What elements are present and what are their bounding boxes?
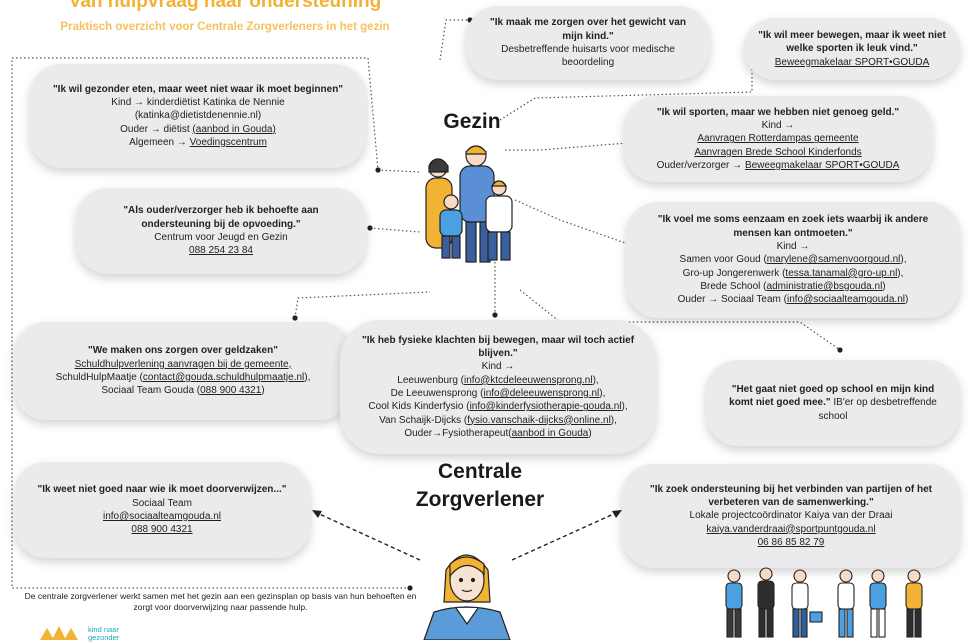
link-ktcdeleeuwensprong[interactable]: info@ktcdeleeuwensprong.nl <box>464 374 593 386</box>
question-eten: "Ik wil gezonder eten, maar weet niet wa… <box>52 83 344 95</box>
punct: ), <box>599 388 606 399</box>
punct: ), <box>592 374 599 386</box>
link-kinderfysiotherapie[interactable]: info@kinderfysiotherapie-gouda.nl <box>469 401 622 413</box>
answer-samen-voor-goud: Samen voor Goud ( <box>679 254 767 266</box>
answer-cjg: Centrum voor Jeugd en Gezin <box>154 232 288 243</box>
link-sociaalteam-email[interactable]: info@sociaalteamgouda.nl <box>102 511 221 522</box>
question-fysiek: "Ik heb fysieke klachten bij bewegen, ma… <box>361 334 635 360</box>
bubble-gewicht: "Ik maak me zorgen over het gewicht van … <box>466 6 710 80</box>
answer-eten-ouder: Ouder → diëtist <box>120 123 193 135</box>
bubble-fysiek: "Ik heb fysieke klachten bij bewegen, ma… <box>340 320 656 454</box>
answer-fysio-ouder: Ouder→Fysiotherapeut( <box>404 427 512 439</box>
link-sociaalteam-phone[interactable]: 088 900 4321 <box>131 524 193 536</box>
link-schuldhulpmaatje[interactable]: contact@gouda.schuldhulpmaatje.nl <box>142 372 305 383</box>
link-cjg-phone[interactable]: 088 254 23 84 <box>189 245 253 257</box>
bubble-doorverwijzen: "Ik weet niet goed naar wie ik moet door… <box>14 462 310 558</box>
question-geld: "Ik wil sporten, maar we hebben niet gen… <box>656 106 900 118</box>
link-aanbod-gouda-fysio[interactable]: aanbod in Gouda <box>511 427 589 439</box>
answer-leeuwensprong: De Leeuwensprong ( <box>390 388 484 399</box>
bubble-verbinden: "Ik zoek ondersteuning bij het verbinden… <box>622 464 960 568</box>
answer-van-schaijk: Van Schaijk-Dijcks ( <box>379 414 468 426</box>
logo-text-line1: kind naar <box>88 625 119 634</box>
link-rotterdampas[interactable]: Aanvragen Rotterdampas gemeente <box>697 133 859 145</box>
answer-school: IB'er op desbetreffende school <box>818 397 937 422</box>
team-illustration <box>725 567 923 638</box>
logo-text: kind naar gezonder <box>88 625 120 643</box>
question-gewicht: "Ik maak me zorgen over het gewicht van … <box>490 17 686 42</box>
question-verbinden: "Ik zoek ondersteuning bij het verbinden… <box>649 483 932 509</box>
page-subtitle: Praktisch overzicht voor Centrale Zorgve… <box>60 21 390 33</box>
link-tessa[interactable]: tessa.tanamal@gro-up.nl <box>785 267 898 279</box>
link-beweegmakelaar-ouder[interactable]: Beweegmakelaar SPORT•GOUDA <box>744 159 900 171</box>
answer-gro-up: Gro-up Jongerenwerk ( <box>682 267 786 279</box>
punct: ), <box>610 414 617 426</box>
caregiver-illustration <box>423 554 511 640</box>
bubble-geldzaken: "We maken ons zorgen over geldzaken" Sch… <box>14 322 352 420</box>
link-voedingscentrum[interactable]: Voedingscentrum <box>189 136 267 148</box>
link-sociaalteam[interactable]: info@sociaalteamgouda.nl <box>786 294 905 306</box>
heading-zorgverlener-line2: Zorgverlener <box>415 488 545 512</box>
punct: ) <box>882 280 886 292</box>
punct: ) <box>261 385 265 397</box>
logo-icon <box>40 626 78 640</box>
link-marylene[interactable]: marylene@samenvoorgoud.nl <box>766 254 901 266</box>
question-eenzaam: "Ik voel me soms eenzaam en zoek iets wa… <box>657 214 929 239</box>
answer-geld-ouder: Ouder/verzorger → <box>656 159 745 171</box>
link-kaiya-phone[interactable]: 06 86 85 82 79 <box>757 536 825 548</box>
punct: ), <box>897 267 904 279</box>
answer-sociaal-team: Ouder → Sociaal Team ( <box>677 294 787 306</box>
link-kaiya-email[interactable]: kaiya.vanderdraai@sportpuntgouda.nl <box>706 523 876 535</box>
link-schuldhulp[interactable]: Schuldhulpverlening aanvragen bij de gem… <box>74 358 292 370</box>
punct: ), <box>621 401 628 413</box>
question-doorverwijzen: "Ik weet niet goed naar wie ik moet door… <box>37 484 287 496</box>
link-sociaal-team-phone[interactable]: 088 900 4321 <box>200 385 262 397</box>
bubble-opvoeding: "Als ouder/verzorger heb ik behoefte aan… <box>76 188 366 274</box>
punct: ) <box>588 427 592 439</box>
family-illustration <box>425 145 513 263</box>
punct: ) <box>904 294 909 306</box>
answer-projectcoordinator: Lokale projectcoördinator Kaiya van der … <box>689 510 893 522</box>
heading-zorgverlener-line1: Centrale <box>437 460 523 483</box>
answer-eten-algemeen: Algemeen → <box>129 136 190 148</box>
punct: ), <box>900 254 907 266</box>
bubble-eten: "Ik wil gezonder eten, maar weet niet wa… <box>30 64 366 168</box>
answer-geld-kind: Kind → <box>761 120 795 132</box>
question-school: "Het gaat niet goed op school en mijn ki… <box>729 384 935 409</box>
bubble-geld: "Ik wil sporten, maar we hebben niet gen… <box>624 96 932 182</box>
bubble-school: "Het gaat niet goed op school en mijn ki… <box>706 360 960 446</box>
answer-cool-kids: Cool Kids Kinderfysio ( <box>368 401 470 413</box>
bubble-bewegen: "Ik wil meer bewegen, maar ik weet niet … <box>744 18 960 80</box>
link-vanschaik[interactable]: fysio.vanschaik-dijcks@online.nl <box>467 414 611 426</box>
heading-gezin: Gezin <box>443 110 501 133</box>
answer-fysiek-kind: Kind → <box>481 361 515 373</box>
question-opvoeding: "Als ouder/verzorger heb ik behoefte aan… <box>123 205 319 230</box>
answer-leeuwenburg: Leeuwenburg ( <box>397 374 465 386</box>
answer-brede-school: Brede School ( <box>700 280 767 292</box>
link-kinderfonds[interactable]: Aanvragen Brede School Kinderfonds <box>694 146 862 158</box>
bubble-eenzaam: "Ik voel me soms eenzaam en zoek iets wa… <box>626 202 960 318</box>
page-title: Van hulpvraag naar ondersteuning <box>68 0 382 12</box>
logo-text-line2: gezonder <box>88 633 120 643</box>
link-beweegmakelaar[interactable]: Beweegmakelaar SPORT•GOUDA <box>774 56 930 68</box>
link-deleeuwensprong[interactable]: info@deleeuwensprong.nl <box>483 388 600 399</box>
answer-eten-kind: Kind → kinderdiëtist Katinka de Nennie <box>111 97 285 109</box>
answer-sociaal-team-gouda: Sociaal Team Gouda ( <box>101 385 201 397</box>
link-aanbod-gouda[interactable]: (aanbod in Gouda) <box>192 123 276 135</box>
answer-eenzaam-kind: Kind → <box>776 241 810 253</box>
answer-eten-email: (katinka@dietistdenennie.nl) <box>134 110 262 122</box>
answer-schuldhulpmaatje: SchuldHulpMaatje ( <box>55 372 143 383</box>
punct: ), <box>304 372 311 383</box>
question-bewegen: "Ik wil meer bewegen, maar ik weet niet … <box>758 30 946 55</box>
answer-gewicht: Desbetreffende huisarts voor medische be… <box>501 44 675 69</box>
question-geldzaken: "We maken ons zorgen over geldzaken" <box>88 345 278 357</box>
footnote: De centrale zorgverlener werkt samen met… <box>24 591 417 613</box>
link-bsgouda[interactable]: administratie@bsgouda.nl <box>766 280 883 292</box>
heading-zorgverlener: Centrale Zorgverlener <box>400 458 560 515</box>
answer-sociaal-team: Sociaal Team <box>132 497 192 509</box>
